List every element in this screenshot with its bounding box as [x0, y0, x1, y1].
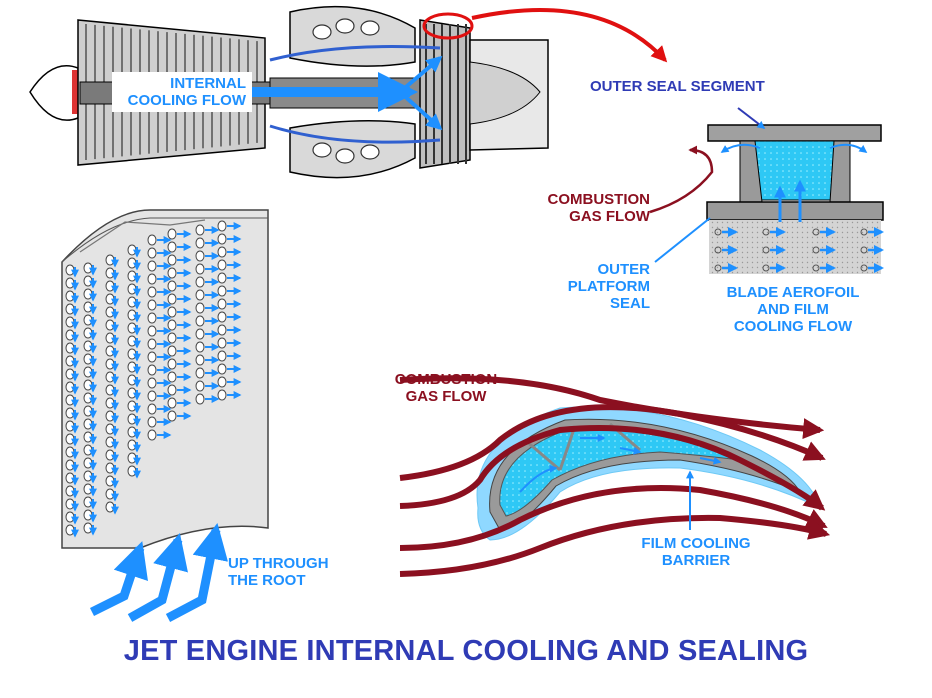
- internal-cooling-arrows: [250, 45, 443, 144]
- combustion-gas-flow-lines: [399, 375, 831, 577]
- label-line: GAS FLOW: [405, 388, 487, 405]
- turbine-blade-detail: [61, 209, 269, 622]
- blade-body: [61, 209, 269, 549]
- label-outer-platform-seal: OUTER PLATFORM SEAL: [560, 261, 650, 312]
- root-inflow-arrows: [89, 522, 229, 622]
- platform-plate: [706, 201, 884, 221]
- aerofoil-cavity: [499, 428, 741, 517]
- seal-leg-right: [829, 140, 851, 203]
- label-line: INTERNAL: [170, 75, 246, 92]
- label-line: AND FILM: [757, 301, 829, 318]
- blade-aerofoil-region: [709, 220, 881, 274]
- seal-segment-plate: [707, 124, 882, 142]
- label-up-through-root: UP THROUGH THE ROOT: [228, 555, 329, 589]
- label-line: THE ROOT: [228, 572, 306, 589]
- label-line: OUTER SEAL SEGMENT: [590, 78, 765, 95]
- page-title: JET ENGINE INTERNAL COOLING AND SEALING: [123, 635, 809, 667]
- label-line: BLADE AEROFOIL: [726, 284, 860, 301]
- label-line: SEAL: [609, 295, 650, 312]
- label-outer-seal-segment: OUTER SEAL SEGMENT: [590, 78, 765, 95]
- label-internal-cooling-flow: INTERNAL COOLING FLOW: [118, 75, 246, 109]
- label-line: BARRIER: [661, 552, 731, 569]
- highlight-arrow: [471, 8, 668, 63]
- engine-cutaway: [29, 5, 668, 179]
- turbine-section: [419, 19, 471, 169]
- seal-highlight-ellipse: [422, 12, 474, 40]
- combustor-lower: [289, 120, 416, 179]
- label-line: COOLING FLOW: [127, 92, 246, 109]
- label-line: FILM COOLING: [641, 535, 751, 552]
- aerofoil-cross-section: [399, 375, 831, 577]
- combustor-upper: [289, 5, 416, 67]
- label-line: COMBUSTION: [547, 191, 651, 208]
- outer-seal-segment-detail: [649, 107, 884, 274]
- label-line: UP THROUGH: [228, 555, 329, 572]
- label-combustion-gas-flow-bottom: COMBUSTION GAS FLOW: [386, 371, 506, 405]
- label-combustion-gas-flow-top: COMBUSTION GAS FLOW: [532, 191, 651, 225]
- label-film-cooling-barrier: FILM COOLING BARRIER: [630, 535, 762, 569]
- label-line: COOLING FLOW: [733, 318, 853, 335]
- combustion-gas-arrow-top: [649, 145, 714, 214]
- nose-cone: [29, 65, 79, 121]
- label-line: OUTER: [597, 261, 651, 278]
- label-line: GAS FLOW: [569, 208, 650, 225]
- seal-cavity: [751, 140, 839, 201]
- label-line: PLATFORM: [567, 278, 650, 295]
- label-blade-aerofoil-film-cooling: BLADE AEROFOIL AND FILM COOLING FLOW: [712, 284, 874, 335]
- label-line: COMBUSTION: [394, 371, 498, 388]
